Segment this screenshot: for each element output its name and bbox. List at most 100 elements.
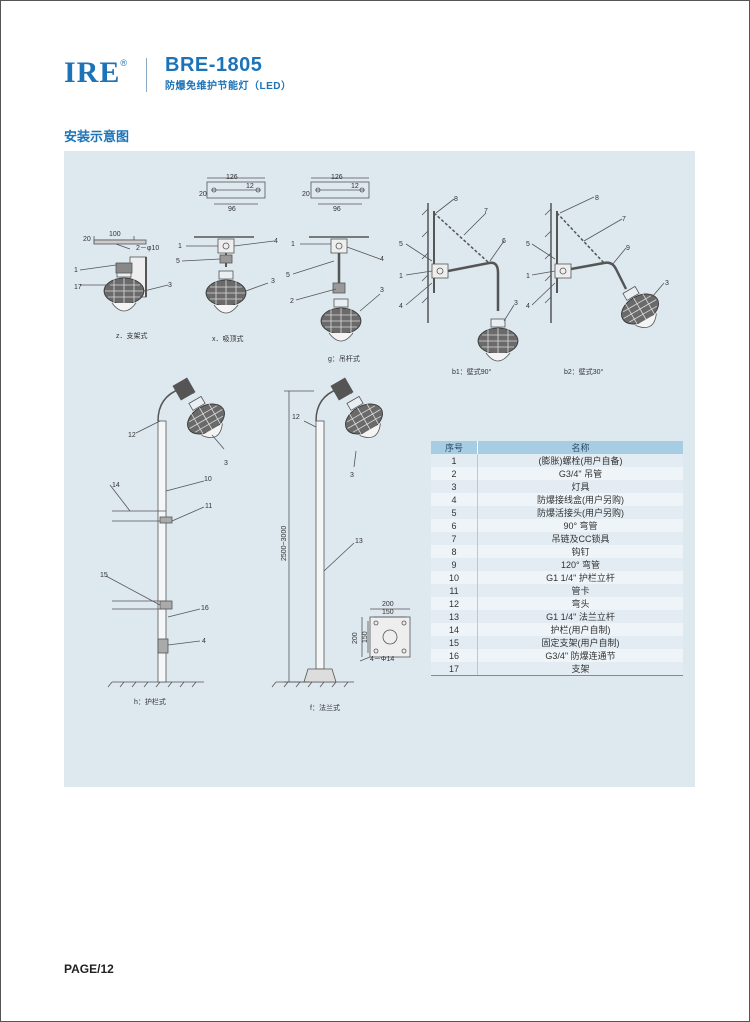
header-number: 序号 (431, 441, 478, 454)
svg-text:3: 3 (665, 280, 669, 287)
product-subtitle: 防爆免维护节能灯（LED） (165, 81, 292, 92)
caption-b2: b2：壁式30° (564, 369, 604, 376)
dim-z-100: 100 (109, 231, 121, 238)
dim-z-20: 20 (83, 236, 91, 243)
part-number: 4 (431, 493, 478, 506)
svg-text:5: 5 (176, 258, 180, 265)
dim-f-150-side: 150 (362, 631, 369, 643)
part-number: 6 (431, 519, 478, 532)
section-title: 安装示意图 (64, 129, 130, 144)
svg-text:12: 12 (292, 414, 300, 421)
part-name: G3/4" 防爆连通节 (477, 649, 683, 662)
part-name: G1 1/4" 护栏立杆 (477, 571, 683, 584)
svg-text:1: 1 (399, 273, 403, 280)
part-name: 120° 弯管 (477, 558, 683, 571)
part-number: 14 (431, 623, 478, 636)
diagram-g-pendant (292, 177, 381, 342)
part-number: 13 (431, 610, 478, 623)
dim-x-20: 20 (199, 191, 207, 198)
part-number: 8 (431, 545, 478, 558)
svg-text:5: 5 (286, 272, 290, 279)
dim-f-height: 2500~3000 (281, 526, 288, 561)
part-name: 90° 弯管 (477, 519, 683, 532)
dim-z-phi10: 2－φ10 (136, 245, 159, 252)
part-name: 护栏(用户自制) (477, 623, 683, 636)
dim-f-200-top: 200 (382, 601, 394, 608)
svg-text:3: 3 (380, 287, 384, 294)
svg-text:10: 10 (204, 476, 212, 483)
installation-drawings: 20 100 2－φ10 1 17 3 126 96 12 20 1 4 5 (74, 174, 669, 688)
caption-f: f：法兰式 (310, 705, 340, 712)
model-title: BRE-1805 (165, 54, 263, 76)
part-name: G1 1/4" 法兰立杆 (477, 610, 683, 623)
part-number: 12 (431, 597, 478, 610)
page-number: PAGE/12 (64, 962, 114, 976)
dim-f-200-side: 200 (352, 632, 359, 644)
part-number: 3 (431, 480, 478, 493)
svg-text:3: 3 (168, 282, 172, 289)
part-number: 7 (431, 532, 478, 545)
svg-text:4: 4 (526, 303, 530, 310)
diagram-h-guardrail (105, 377, 234, 688)
dim-g-96: 96 (333, 206, 341, 213)
svg-text:4: 4 (202, 638, 206, 645)
part-name: 防爆接线盒(用户另购) (477, 493, 683, 506)
dim-x-96: 96 (228, 206, 236, 213)
svg-text:15: 15 (100, 572, 108, 579)
table-header-row: 序号 名称 (431, 441, 683, 454)
caption-z: z．支架式 (116, 333, 148, 340)
diagram-f-flange (271, 377, 411, 688)
header-divider (146, 58, 147, 92)
svg-text:11: 11 (205, 503, 212, 510)
svg-text:6: 6 (502, 238, 506, 245)
caption-b1: b1：壁式90° (452, 369, 492, 376)
svg-text:2: 2 (290, 298, 294, 305)
part-number: 5 (431, 506, 478, 519)
svg-text:1: 1 (74, 267, 78, 274)
part-number: 1 (431, 454, 478, 467)
dim-f-150-top: 150 (382, 609, 394, 616)
svg-text:16: 16 (201, 605, 209, 612)
dim-x-126: 126 (226, 174, 238, 181)
caption-x: x．吸顶式 (212, 336, 244, 343)
diagram-z-bracket (79, 236, 169, 312)
dim-f-bolts: 4－Φ14 (370, 656, 394, 663)
svg-text:7: 7 (484, 208, 488, 215)
svg-text:1: 1 (526, 273, 530, 280)
svg-text:3: 3 (271, 278, 275, 285)
svg-text:4: 4 (274, 238, 278, 245)
svg-text:7: 7 (622, 216, 626, 223)
svg-text:8: 8 (454, 196, 458, 203)
svg-text:3: 3 (224, 460, 228, 467)
part-name: G3/4" 吊管 (477, 467, 683, 480)
part-name: 管卡 (477, 584, 683, 597)
part-name: 钩钉 (477, 545, 683, 558)
svg-text:8: 8 (595, 195, 599, 202)
svg-text:5: 5 (399, 241, 403, 248)
part-number: 9 (431, 558, 478, 571)
svg-text:3: 3 (350, 472, 354, 479)
svg-text:17: 17 (74, 284, 82, 291)
svg-text:1: 1 (291, 241, 295, 248)
svg-text:9: 9 (626, 245, 630, 252)
dim-x-12: 12 (246, 183, 254, 190)
svg-text:13: 13 (355, 538, 363, 545)
svg-text:12: 12 (128, 432, 136, 439)
part-name: 弯头 (477, 597, 683, 610)
svg-text:4: 4 (380, 256, 384, 263)
svg-text:4: 4 (399, 303, 403, 310)
part-name: (膨胀)螺栓(用户自备) (477, 454, 683, 467)
